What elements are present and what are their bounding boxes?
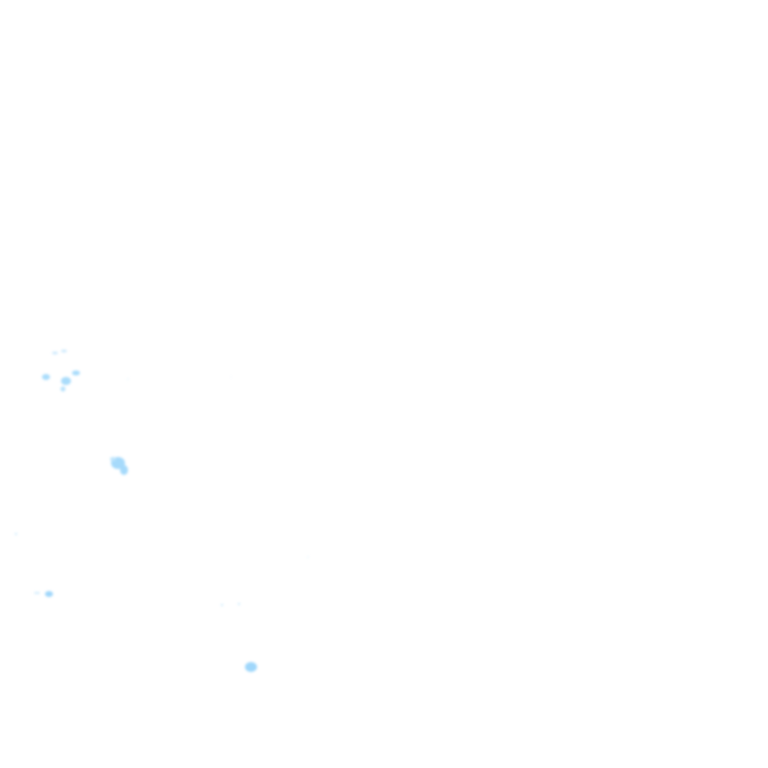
precip-cell-b bbox=[110, 457, 128, 475]
precip-cell-e bbox=[14, 376, 309, 607]
precip-cell-a bbox=[42, 349, 80, 392]
precip-cell-c bbox=[34, 591, 53, 597]
precip-cell-d bbox=[245, 662, 257, 672]
